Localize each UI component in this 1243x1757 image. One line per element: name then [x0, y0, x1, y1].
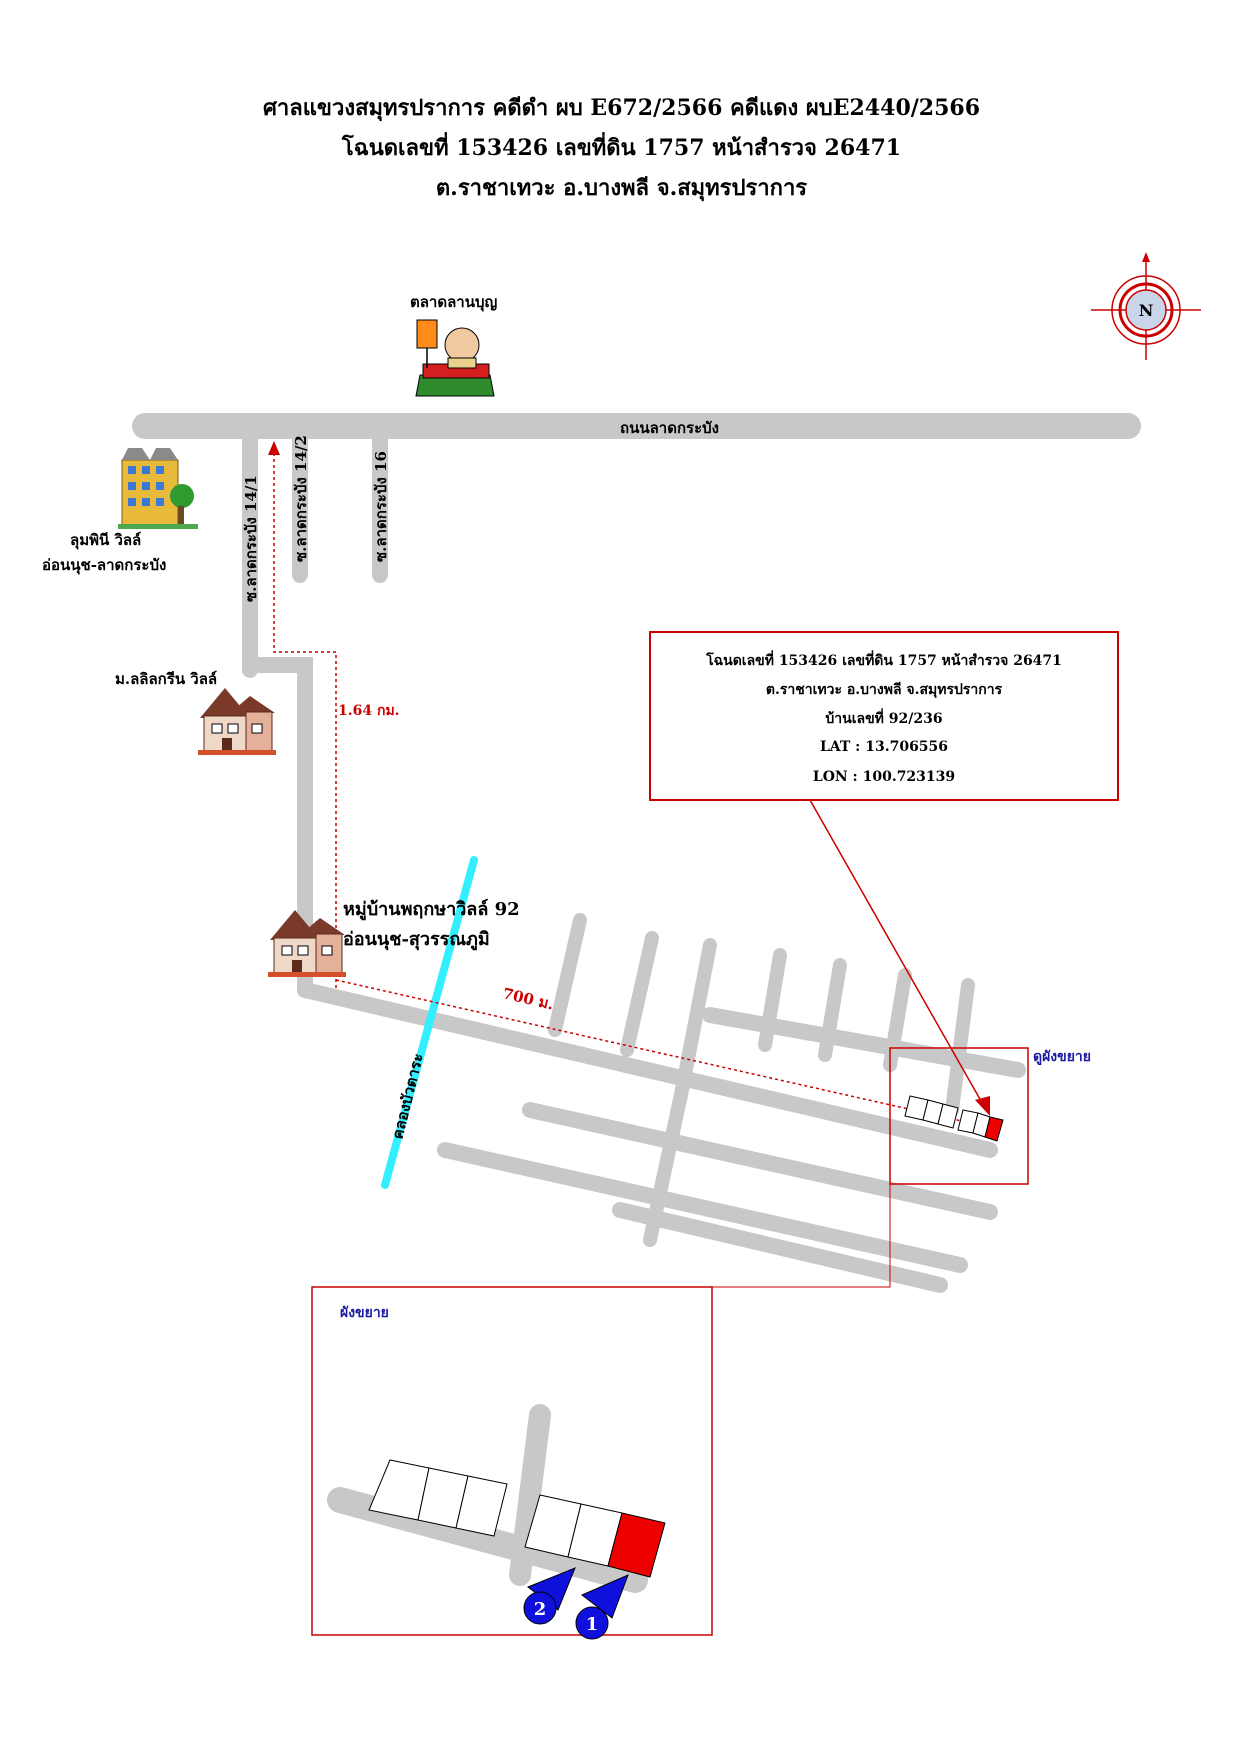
road-grid-8 — [673, 938, 717, 1107]
road-grid-2 — [522, 1102, 998, 1220]
marker-2-label: 2 — [534, 1599, 547, 1620]
zoom-frame — [889, 1047, 1029, 1185]
marker-1-label: 1 — [586, 1614, 599, 1635]
route-dotted — [273, 447, 337, 988]
village-label-2: อ่อนนุช-สุวรรณภูมิ — [343, 929, 490, 950]
road-grid-9 — [643, 1078, 690, 1247]
marker-2-icon: 2 — [523, 1567, 576, 1625]
road-grid-6 — [548, 913, 587, 1037]
inset-plots — [368, 1459, 666, 1578]
road-grid-12 — [883, 968, 912, 1072]
info-line-1: โฉนดเลขที่ 153426 เลขที่ดิน 1757 หน้าสำร… — [706, 653, 1062, 669]
road-network — [132, 413, 1141, 1293]
road-grid-3 — [437, 1142, 968, 1273]
zoom-link[interactable]: ดูผังขยาย — [1033, 1049, 1091, 1065]
marker-1-icon: 1 — [575, 1574, 629, 1640]
info-box — [649, 631, 1119, 801]
canal-line — [381, 856, 478, 1189]
village-house-icon — [268, 910, 346, 977]
route-arrow-up-icon — [268, 441, 280, 455]
lalil-label: ม.ลลิลกรีน วิลล์ — [115, 670, 218, 688]
road-to-village — [242, 657, 313, 998]
info-line-5: LON : 100.723139 — [812, 769, 956, 785]
route-dotted-east — [335, 979, 976, 1125]
small-plots — [904, 1095, 1004, 1142]
zoom-connector — [712, 1184, 891, 1288]
market-label: ตลาดลานบุญ — [410, 293, 498, 311]
info-line-3: บ้านเลขที่ 92/236 — [825, 711, 943, 727]
road-grid-11 — [818, 958, 847, 1062]
compass-north-icon: N — [1091, 252, 1201, 360]
info-line-2: ต.ราชาเทวะ อ.บางพลี จ.สมุทรปราการ — [765, 682, 1003, 698]
info-line-4: LAT : 13.706556 — [819, 739, 949, 755]
lalil-house-icon — [198, 688, 276, 755]
info-pointer-line — [809, 799, 986, 1109]
target-plot-small — [984, 1116, 1004, 1142]
road-grid-10 — [758, 948, 787, 1052]
road-grid-1 — [297, 982, 998, 1158]
header-line-2: โฉนดเลขที่ 153426 เลขที่ดิน 1757 หน้าสำร… — [341, 135, 902, 161]
lumpini-building-icon — [118, 448, 198, 529]
inset-title: ผังขยาย — [340, 1305, 389, 1321]
inset-frame — [311, 1286, 713, 1636]
info-pointer-arrow-icon — [975, 1096, 990, 1116]
road-grid-4 — [612, 1202, 948, 1293]
distance-1-label: 1.64 กม. — [338, 703, 400, 719]
village-label-1: หมู่บ้านพฤกษาวิลล์ 92 — [343, 899, 520, 920]
road-grid-7 — [620, 931, 659, 1057]
compass-label: N — [1139, 301, 1154, 320]
soi-16-label: ซ.ลาดกระบัง 16 — [372, 451, 390, 562]
canal-label: คลองบัวตาระ — [388, 1051, 427, 1141]
header-line-3: ต.ราชาเทวะ อ.บางพลี จ.สมุทรปราการ — [435, 175, 808, 201]
main-road-label: ถนนลาดกระบัง — [620, 419, 719, 437]
soi-14-2-label: ซ.ลาดกระบัง 14/2 — [292, 435, 310, 562]
target-plot-inset — [607, 1512, 666, 1578]
soi-14-1-label: ซ.ลาดกระบัง 14/1 — [242, 475, 260, 602]
road-grid-5 — [702, 1007, 1026, 1078]
lumpini-label-2: อ่อนนุช-ลาดกระบัง — [42, 556, 167, 574]
market-icon — [415, 319, 495, 397]
header-line-1: ศาลแขวงสมุทรปราการ คดีดำ ผบ E672/2566 คด… — [262, 95, 981, 121]
distance-700-label: 700 ม. — [501, 984, 555, 1013]
lumpini-label-1: ลุมพินี วิลล์ — [70, 531, 142, 549]
